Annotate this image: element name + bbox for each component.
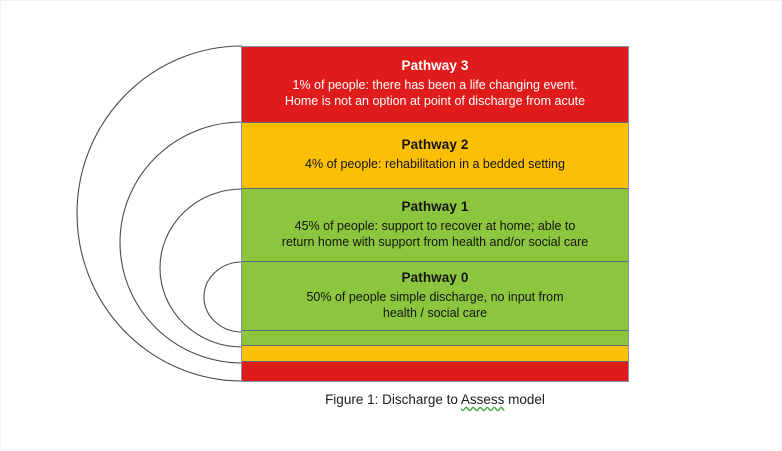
pathway-band-1: Pathway 1 45% of people: support to reco… — [242, 189, 628, 262]
figure-caption-misspelled-word: Assess — [460, 392, 505, 407]
figure-caption-suffix: model — [504, 392, 545, 407]
stripe-amber — [242, 346, 628, 363]
stripe-green — [242, 331, 628, 347]
pathway-band-0: Pathway 0 50% of people simple discharge… — [242, 261, 628, 332]
arc-second — [119, 121, 243, 364]
pathway-band-3: Pathway 3 1% of people: there has been a… — [242, 47, 628, 123]
pathway-0-title: Pathway 0 — [401, 270, 469, 286]
pathway-3-description: 1% of people: there has been a life chan… — [284, 78, 586, 109]
arc-third — [159, 188, 243, 348]
pathway-band-2: Pathway 2 4% of people: rehabilitation i… — [242, 122, 628, 190]
pathway-1-description: 45% of people: support to recover at hom… — [281, 218, 589, 249]
pathway-3-title: Pathway 3 — [401, 58, 469, 74]
figure-caption: Figure 1: Discharge to Assess model — [241, 391, 629, 409]
pathway-stack: Pathway 3 1% of people: there has been a… — [241, 46, 629, 382]
pathway-2-title: Pathway 2 — [401, 137, 469, 153]
arc-inner — [203, 261, 243, 333]
stripe-red — [242, 362, 628, 381]
figure-caption-prefix: Figure 1: Discharge to — [325, 392, 461, 407]
pathway-1-title: Pathway 1 — [401, 199, 469, 214]
pathway-0-description: 50% of people simple discharge, no input… — [306, 289, 564, 320]
arc-outer — [76, 45, 243, 382]
pathway-2-description: 4% of people: rehabilitation in a bedded… — [305, 157, 565, 172]
